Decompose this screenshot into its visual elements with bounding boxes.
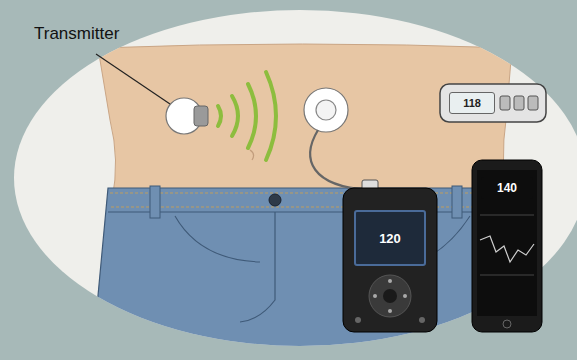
glucose-meter bbox=[440, 84, 546, 122]
pump-screen: 120 bbox=[354, 210, 426, 266]
waistband-stitch bbox=[110, 193, 509, 207]
phone-home-button bbox=[503, 320, 511, 328]
glucose-reading: 118 bbox=[463, 97, 481, 109]
navel bbox=[250, 150, 254, 160]
infusion-site bbox=[304, 88, 348, 132]
insulin-pump bbox=[343, 188, 437, 332]
glucose-reading: 140 bbox=[497, 181, 517, 195]
pump-button bbox=[355, 317, 361, 323]
phone-display: 140 bbox=[481, 177, 533, 199]
part-label: Transmitter bbox=[34, 24, 119, 44]
meter-screen: 118 bbox=[449, 92, 495, 114]
infusion-site-hub bbox=[316, 100, 336, 120]
phone-screen bbox=[477, 170, 537, 316]
infusion-tube bbox=[310, 130, 368, 190]
belt-loop bbox=[150, 186, 160, 218]
transmitter-body bbox=[194, 106, 208, 126]
glucose-reading: 120 bbox=[379, 231, 401, 246]
leader-line bbox=[96, 54, 170, 104]
graph-gridline bbox=[480, 275, 534, 276]
meter-button bbox=[500, 96, 510, 110]
jeans-button bbox=[269, 194, 281, 206]
wireless-signal bbox=[218, 72, 276, 160]
glucose-trend-line bbox=[480, 236, 534, 262]
waistband-seam bbox=[108, 211, 510, 212]
pump-buttons bbox=[369, 275, 411, 317]
smartphone bbox=[472, 160, 542, 332]
graph-gridline bbox=[480, 215, 534, 216]
meter-button bbox=[528, 96, 538, 110]
pump-button bbox=[419, 317, 425, 323]
pump-button-marks bbox=[373, 279, 407, 313]
jeans-fly bbox=[240, 212, 275, 322]
belt-loop bbox=[452, 186, 462, 218]
pump-button bbox=[383, 289, 397, 303]
meter-button bbox=[514, 96, 524, 110]
jeans-pocket bbox=[175, 216, 260, 262]
